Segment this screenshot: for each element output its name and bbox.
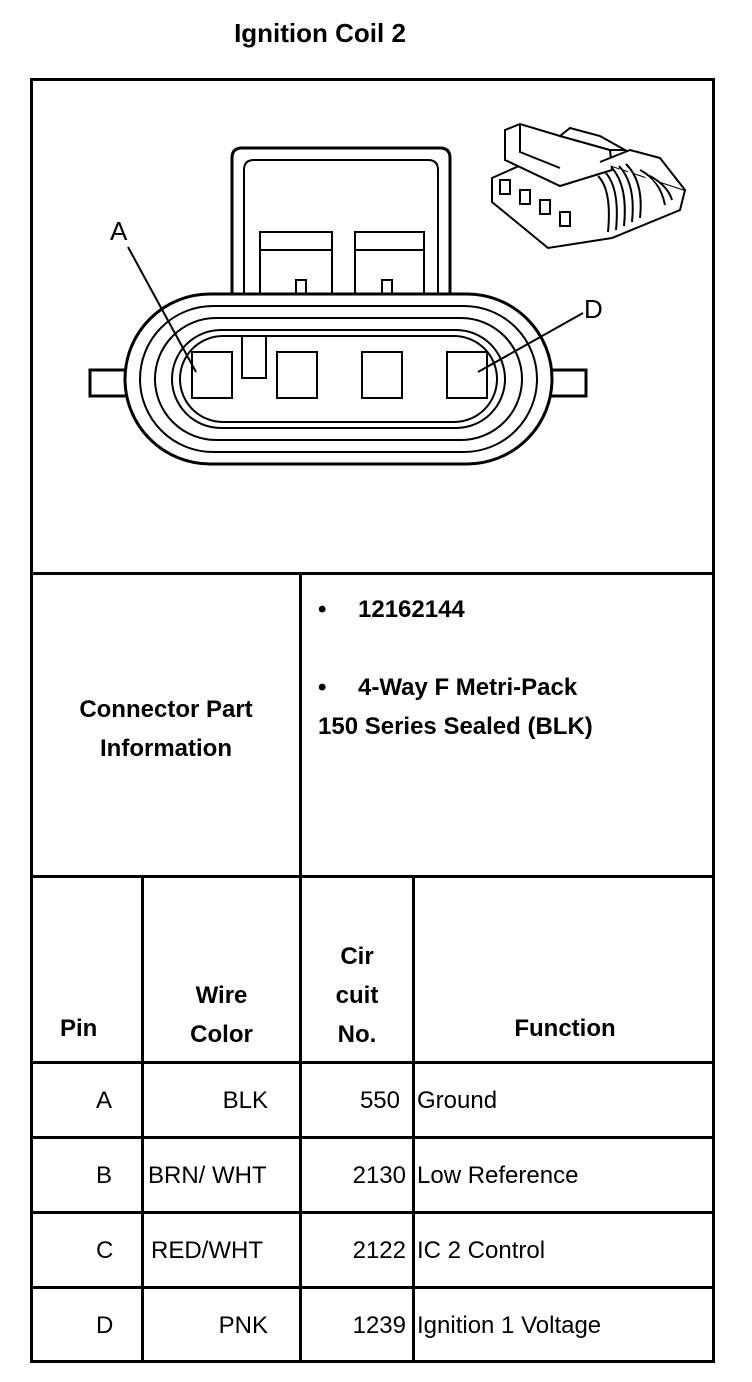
pin-a-label: A <box>110 216 128 246</box>
header-function: Function <box>514 1015 616 1042</box>
row-circuit: 2122 <box>352 1237 406 1264</box>
row-pin: D <box>96 1312 114 1339</box>
header-wire-color: Wire Color <box>190 982 253 1048</box>
header-circuit: Cir cuit No. <box>335 943 379 1048</box>
row-wire-color: PNK <box>218 1312 268 1339</box>
row-wire-color: BLK <box>222 1087 268 1114</box>
page-title: Ignition Coil 2 <box>234 18 406 48</box>
divider <box>30 572 715 575</box>
divider <box>299 572 302 1363</box>
divider <box>30 1136 715 1139</box>
pin-d-label: D <box>584 294 603 324</box>
header-pin: Pin <box>60 1015 98 1042</box>
divider <box>412 875 415 1363</box>
description-line1: 4-Way F Metri-Pack <box>358 674 578 701</box>
row-wire-color: RED/WHT <box>151 1237 263 1264</box>
divider <box>30 1286 715 1289</box>
part-number: 12162144 <box>358 596 465 623</box>
row-circuit: 1239 <box>352 1312 406 1339</box>
divider <box>30 1211 715 1214</box>
description-line2: 150 Series Sealed (BLK) <box>318 713 593 740</box>
connector-info-label: Connector Part Information <box>79 696 253 762</box>
row-circuit: 2130 <box>352 1162 406 1189</box>
row-function: IC 2 Control <box>417 1237 546 1264</box>
divider <box>30 1061 715 1064</box>
divider <box>30 875 715 878</box>
description-bullet: • <box>318 674 327 701</box>
part-number-bullet: • <box>318 596 327 623</box>
row-function: Ignition 1 Voltage <box>417 1312 602 1339</box>
connector-diagram: A D <box>88 122 687 466</box>
row-pin: A <box>96 1087 113 1114</box>
divider <box>141 875 144 1363</box>
row-function: Low Reference <box>417 1162 579 1189</box>
row-pin: B <box>96 1162 113 1189</box>
connector-frame <box>30 78 715 1363</box>
row-pin: C <box>96 1237 114 1264</box>
row-function: Ground <box>417 1087 498 1114</box>
row-wire-color: BRN/ WHT <box>148 1162 267 1189</box>
connector-3d-icon <box>491 122 687 250</box>
row-circuit: 550 <box>359 1087 400 1114</box>
